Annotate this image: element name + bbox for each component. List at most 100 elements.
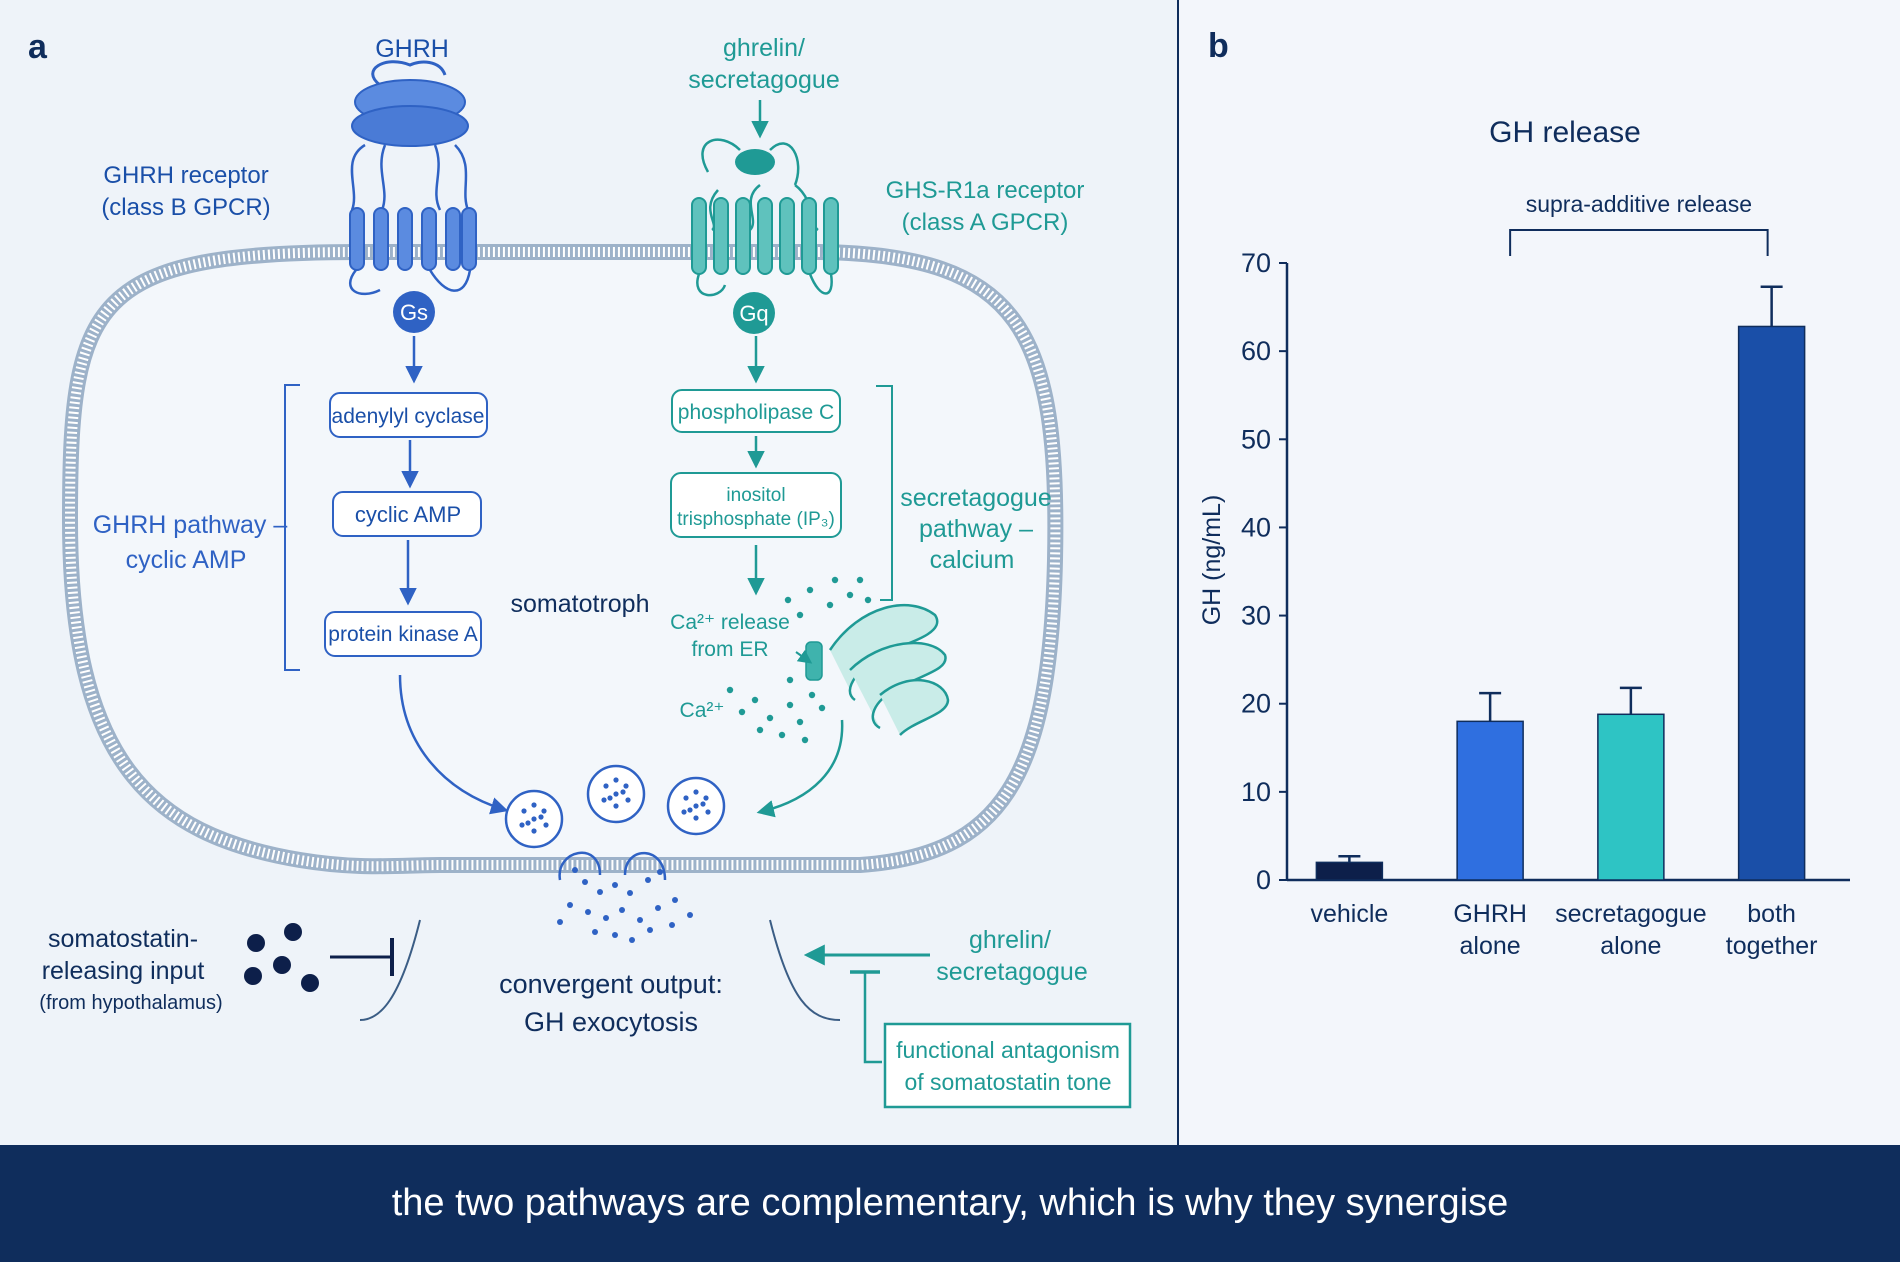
ghrelin-label-2: secretagogue	[688, 66, 840, 94]
secretagogue-pathway-label-1: secretagogue	[900, 484, 1052, 512]
granule-dot	[543, 822, 549, 828]
released-granule	[572, 867, 578, 873]
granule-dot	[693, 815, 699, 821]
x-tick-label: together	[1726, 932, 1818, 960]
granule-dot	[525, 820, 531, 826]
secretagogue-pathway-label-2: pathway –	[919, 515, 1033, 543]
released-granule	[582, 879, 588, 885]
x-tick-label: alone	[1460, 932, 1521, 960]
calcium-ion-dot	[801, 736, 809, 744]
adenylyl-cyclase-label: adenylyl cyclase	[332, 405, 485, 428]
ip3-label-2: trisphosphate (IP₃)	[677, 509, 835, 530]
calcium-ion-dot	[756, 726, 764, 734]
ghrelin-bottom-label-2: secretagogue	[936, 958, 1088, 986]
granule-dot	[681, 809, 687, 815]
secretagogue-pathway-bracket	[876, 385, 893, 601]
calcium-ion-dot	[751, 696, 759, 704]
ghrh-ligand-label: GHRH	[375, 35, 449, 63]
released-granule	[647, 927, 653, 933]
cyclic-amp-box	[332, 491, 482, 537]
bar	[1315, 861, 1384, 881]
ip3-box	[670, 472, 842, 538]
granule-dot	[705, 809, 711, 815]
granule-dot	[613, 803, 619, 809]
bar	[1737, 325, 1806, 881]
calcium-ion-dot	[726, 686, 734, 694]
released-granule	[567, 902, 573, 908]
caption-bar: the two pathways are complementary, whic…	[0, 1145, 1900, 1262]
calcium-ion-dot	[864, 596, 872, 604]
granule-dot	[613, 777, 619, 783]
released-granule	[619, 907, 625, 913]
granule-dot	[623, 783, 629, 789]
granule-dot	[607, 795, 613, 801]
calcium-to-exocytosis-arrow	[756, 719, 844, 818]
calcium-ion-dot	[826, 601, 834, 609]
released-granule	[627, 890, 633, 896]
granule-dot	[538, 814, 544, 820]
x-tick-label: GHRH	[1453, 900, 1527, 928]
antagonism-label-1: functional antagonism	[896, 1037, 1120, 1063]
calcium-ion-dot	[796, 611, 804, 619]
supra-additive-bracket	[1509, 229, 1769, 256]
calcium-ion-dot	[796, 718, 804, 726]
x-tick-label: both	[1747, 900, 1796, 928]
x-tick-label: secretagogue	[1555, 900, 1707, 928]
granule-dot	[519, 822, 525, 828]
x-tick-label: vehicle	[1310, 900, 1388, 928]
somatostatin-molecules	[244, 923, 319, 992]
adenylyl-cyclase-box	[329, 392, 488, 438]
granule-dot	[531, 816, 537, 822]
y-tick-label: 40	[1241, 512, 1271, 542]
released-granule	[669, 922, 675, 928]
antagonism-box	[883, 1022, 1132, 1109]
calcium-ion-dot	[784, 596, 792, 604]
calcium-ion-dot	[808, 691, 816, 699]
granule-dot	[620, 789, 626, 795]
ghrh-receptor-label-1: GHRH receptor	[103, 162, 268, 189]
ca-release-label-1: Ca²⁺ release	[670, 611, 790, 634]
gh-granules	[519, 777, 711, 943]
calcium-ion-dot	[738, 708, 746, 716]
released-granule	[597, 889, 603, 895]
released-granule	[629, 937, 635, 943]
caption-text: the two pathways are complementary, whic…	[391, 1182, 1509, 1224]
bar	[1597, 713, 1665, 881]
y-tick-label: 60	[1241, 336, 1271, 366]
granule-dot	[541, 808, 547, 814]
granule-dot	[531, 802, 537, 808]
calcium-ion-dot	[846, 591, 854, 599]
supra-additive-label: supra-additive release	[1526, 191, 1752, 217]
ghrh-pathway-label-1: GHRH pathway –	[93, 511, 288, 539]
fusing-vesicles	[558, 851, 667, 881]
output-label-1: convergent output:	[499, 969, 723, 999]
ip3-label-1: inositol	[726, 485, 785, 506]
y-tick-label: 0	[1256, 865, 1271, 895]
granule-dot	[693, 803, 699, 809]
y-axis-label: GH (ng/mL)	[1198, 495, 1226, 626]
calcium-ion-dot	[766, 714, 774, 722]
ghrelin-label-1: ghrelin/	[723, 34, 805, 62]
released-granule	[612, 932, 618, 938]
x-tick-label: alone	[1600, 932, 1661, 960]
released-granule	[612, 882, 618, 888]
granule-dot	[683, 795, 689, 801]
released-granule	[657, 869, 663, 875]
gq-label: Gq	[739, 301, 768, 326]
granule-dot	[693, 789, 699, 795]
released-granule	[603, 915, 609, 921]
calcium-ion-dot	[778, 731, 786, 739]
y-tick-label: 70	[1241, 248, 1271, 278]
released-granule	[655, 905, 661, 911]
calcium-ion-dot	[831, 576, 839, 584]
chart-title: GH release	[1489, 116, 1641, 149]
somatostatin-label-2: releasing input	[42, 957, 205, 985]
gs-protein	[393, 291, 435, 333]
bar	[1456, 720, 1524, 881]
panel-b-label: b	[1208, 27, 1229, 65]
phospholipase-c-label: phospholipase C	[678, 401, 834, 424]
ghs-receptor-label-2: (class A GPCR)	[902, 209, 1069, 236]
gs-label: Gs	[400, 300, 428, 325]
